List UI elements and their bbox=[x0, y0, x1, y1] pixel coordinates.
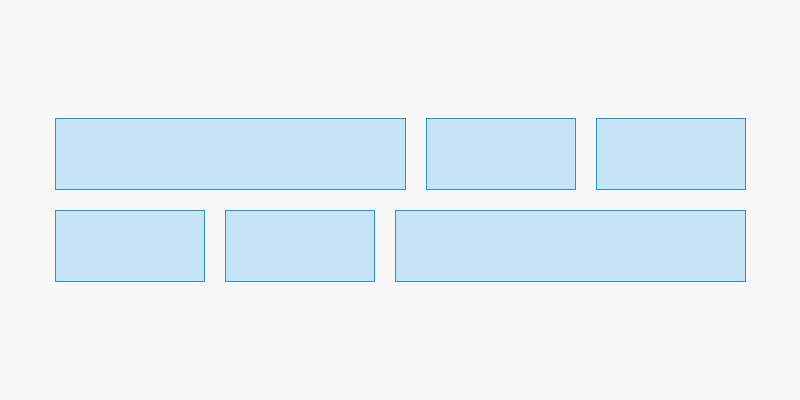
tile-narrow bbox=[225, 210, 375, 282]
tile-narrow bbox=[426, 118, 576, 190]
tile-wide bbox=[55, 118, 406, 190]
tile-wide bbox=[395, 210, 746, 282]
tile-narrow bbox=[596, 118, 746, 190]
tile-narrow bbox=[55, 210, 205, 282]
